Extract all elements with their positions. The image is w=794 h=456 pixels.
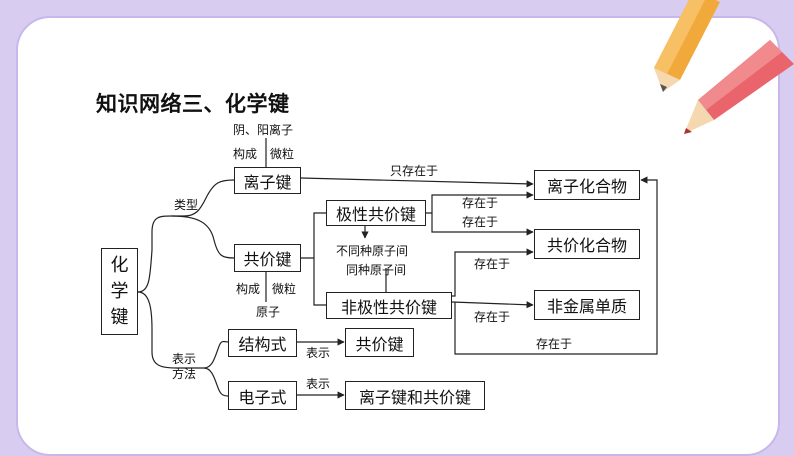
node-electron-formula: 电子式	[228, 381, 297, 410]
label-ionic-compose: 构成	[233, 147, 258, 161]
label-only-exists: 只存在于	[390, 164, 439, 178]
label-exists-2: 存在于	[462, 215, 499, 229]
node-nonpolar-covalent-bond: 非极性共价键	[326, 292, 452, 319]
node-ionic-compound: 离子化合物	[534, 170, 640, 200]
orange-pencil-icon	[654, 0, 720, 92]
label-ionic-particle: 微粒	[270, 147, 295, 161]
node-chemical-bond-char-2: 学	[110, 280, 129, 302]
label-different-atoms: 不同种原子间	[336, 244, 409, 258]
label-representation-method: 表示 方法	[172, 352, 197, 381]
node-structural-formula: 结构式	[228, 329, 297, 357]
red-pencil-icon	[684, 40, 794, 134]
node-ionic-bond: 离子键	[234, 167, 301, 194]
node-nonmetal-element: 非金属单质	[534, 290, 640, 320]
label-covalent-particle: 微粒	[272, 282, 297, 296]
page-title: 知识网络三、化学键	[96, 92, 290, 116]
label-represents-1: 表示	[306, 346, 331, 360]
pencil-icons	[654, 0, 794, 134]
node-covalent-compound: 共价化合物	[534, 229, 640, 259]
node-polar-covalent-bond: 极性共价键	[326, 200, 426, 226]
label-exists-5: 存在于	[536, 337, 573, 351]
label-same-atoms: 同种原子间	[346, 263, 407, 277]
label-represents-2: 表示	[306, 377, 331, 391]
node-chemical-bond-char-3: 键	[110, 306, 129, 328]
label-atoms: 原子	[256, 305, 281, 319]
label-ions: 阴、阳离子	[233, 123, 294, 137]
node-repr-ionic-and-covalent: 离子键和共价键	[345, 381, 485, 410]
label-covalent-compose: 构成	[236, 282, 261, 296]
node-repr-covalent-bond: 共价键	[345, 328, 414, 357]
node-covalent-bond: 共价键	[234, 244, 301, 272]
label-exists-1: 存在于	[462, 196, 499, 210]
node-chemical-bond: 化 学 键	[101, 248, 138, 335]
label-exists-4: 存在于	[474, 310, 511, 324]
label-exists-3: 存在于	[474, 257, 511, 271]
label-type: 类型	[174, 198, 199, 212]
node-chemical-bond-char-1: 化	[110, 254, 129, 276]
